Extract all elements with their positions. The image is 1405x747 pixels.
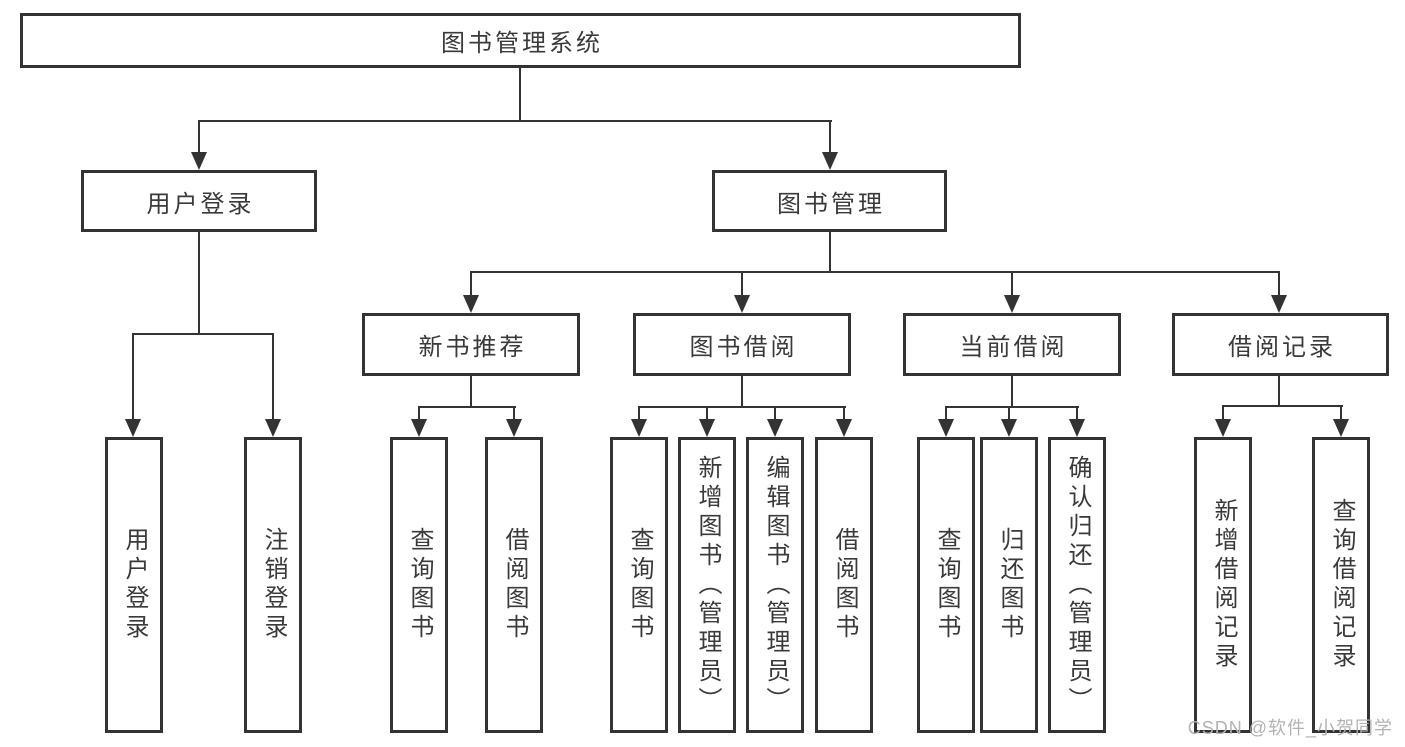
arrowhead-leaf (699, 419, 715, 437)
leaf-current-confirm-return-label: 确认归还（管理员） (1064, 454, 1091, 716)
connector-drop (1076, 407, 1078, 421)
connector-borrow-records-stem (1278, 376, 1280, 407)
leaf-current-confirm-return: 确认归还（管理员） (1048, 437, 1106, 733)
node-borrow-records: 借阅记录 (1172, 313, 1389, 376)
leaf-current-query-books-label: 查询图书 (933, 527, 960, 643)
connector-drop-borrow-records (1278, 272, 1280, 297)
node-current-borrow: 当前借阅 (903, 313, 1121, 376)
leaf-records-add-record-label: 新增借阅记录 (1210, 498, 1237, 672)
arrowhead-leaf-logout (265, 419, 281, 437)
arrowhead-user-login (191, 152, 207, 170)
arrowhead-leaf (1333, 419, 1349, 437)
leaf-current-return-books: 归还图书 (980, 437, 1038, 733)
connector-drop-leaf-logout (272, 334, 274, 421)
node-borrow-records-label: 借阅记录 (1228, 334, 1336, 361)
arrowhead-leaf (506, 419, 522, 437)
connector-drop-current-borrow (1011, 272, 1013, 297)
node-root: 图书管理系统 (20, 13, 1021, 68)
leaf-records-add-record: 新增借阅记录 (1194, 437, 1252, 733)
leaf-borrow-query-books-label: 查询图书 (626, 527, 653, 643)
leaf-newbook-borrow-books: 借阅图书 (485, 437, 543, 733)
connector-drop (513, 407, 515, 421)
node-new-book-recommend: 新书推荐 (362, 313, 580, 376)
arrowhead-leaf (767, 419, 783, 437)
connector-drop (418, 407, 420, 421)
arrowhead-leaf (938, 419, 954, 437)
leaf-current-query-books: 查询图书 (917, 437, 975, 733)
node-book-management-label: 图书管理 (777, 190, 885, 218)
node-book-management: 图书管理 (712, 170, 947, 232)
node-user-login: 用户登录 (81, 170, 317, 232)
connector-drop (945, 407, 947, 421)
leaf-user-login-label: 用户登录 (121, 527, 148, 643)
leaf-current-return-books-label: 归还图书 (996, 527, 1023, 643)
connector-current-borrow-rail (945, 406, 1079, 408)
leaf-logout-label: 注销登录 (260, 527, 287, 643)
connector-root-rail (198, 120, 832, 122)
leaf-borrow-borrow-books: 借阅图书 (815, 437, 873, 733)
connector-book-borrow-rail (638, 406, 846, 408)
connector-drop (774, 407, 776, 421)
arrowhead-leaf (836, 419, 852, 437)
connector-current-borrow-stem (1011, 376, 1013, 408)
arrowhead-leaf (1215, 419, 1231, 437)
leaf-borrow-add-books-label: 新增图书（管理员） (694, 454, 721, 716)
connector-drop-new-book-recommend (470, 272, 472, 297)
node-new-book-recommend-label: 新书推荐 (418, 334, 527, 361)
arrowhead-new-book-recommend (463, 295, 479, 313)
arrowhead-current-borrow (1004, 295, 1020, 313)
connector-drop-book-management (829, 121, 831, 154)
connector-book-borrow-stem (741, 376, 743, 408)
connector-user-login-rail (132, 333, 274, 335)
leaf-borrow-borrow-books-label: 借阅图书 (831, 527, 858, 643)
leaf-borrow-edit-books: 编辑图书（管理员） (746, 437, 804, 733)
connector-user-login-stem (198, 232, 200, 335)
csdn-watermark: CSDN @软件_小贺同学 (1187, 718, 1393, 738)
connector-drop (638, 407, 640, 421)
connector-new-book-recommend-rail (418, 406, 516, 408)
arrowhead-leaf (411, 419, 427, 437)
connector-drop-book-borrow (741, 272, 743, 297)
connector-borrow-records-rail (1222, 405, 1343, 407)
leaf-newbook-borrow-books-label: 借阅图书 (501, 527, 528, 643)
arrowhead-leaf-user-login (125, 419, 141, 437)
leaf-borrow-edit-books-label: 编辑图书（管理员） (762, 454, 789, 716)
arrowhead-book-borrow (734, 295, 750, 313)
connector-drop (1222, 406, 1224, 421)
connector-drop (843, 407, 845, 421)
node-root-label: 图书管理系统 (441, 30, 603, 57)
arrowhead-leaf (1069, 419, 1085, 437)
connector-book-management-stem (829, 232, 831, 273)
arrowhead-leaf (1001, 419, 1017, 437)
connector-drop (1008, 407, 1010, 421)
leaf-records-query-record-label: 查询借阅记录 (1328, 498, 1355, 672)
connector-drop-leaf-user-login (132, 334, 134, 421)
leaf-borrow-add-books: 新增图书（管理员） (678, 437, 736, 733)
connector-book-management-rail (470, 271, 1280, 273)
connector-drop (706, 407, 708, 421)
leaf-records-query-record: 查询借阅记录 (1312, 437, 1370, 733)
node-book-borrow-label: 图书借阅 (689, 334, 798, 361)
connector-root-stem (519, 68, 521, 122)
node-book-borrow: 图书借阅 (633, 313, 851, 376)
leaf-borrow-query-books: 查询图书 (610, 437, 668, 733)
connector-new-book-recommend-stem (470, 376, 472, 408)
arrowhead-borrow-records (1271, 295, 1287, 313)
leaf-newbook-query-books: 查询图书 (390, 437, 448, 733)
arrowhead-book-management (822, 152, 838, 170)
connector-drop (1340, 406, 1342, 421)
node-user-login-label: 用户登录 (146, 190, 255, 218)
connector-drop-user-login (198, 121, 200, 154)
node-current-borrow-label: 当前借阅 (959, 334, 1068, 361)
leaf-logout: 注销登录 (244, 437, 302, 733)
arrowhead-leaf (631, 419, 647, 437)
leaf-newbook-query-books-label: 查询图书 (406, 527, 433, 643)
leaf-user-login: 用户登录 (105, 437, 163, 733)
